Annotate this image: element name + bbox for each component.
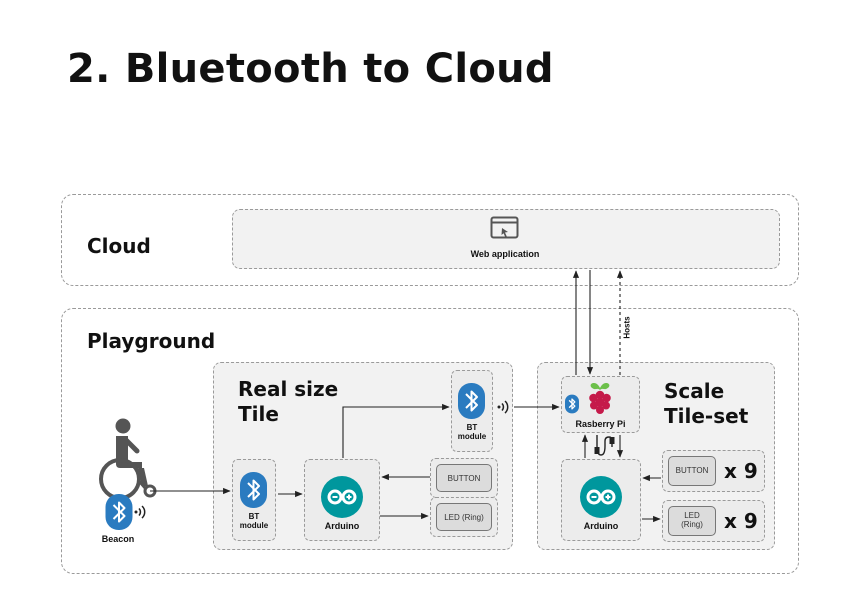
playground-label: Playground [87,329,216,353]
real-size-tile-label-line2: Tile [238,402,279,426]
raspberry-pi-icon [586,381,614,420]
button-scale-label: BUTTON [675,466,709,475]
arduino-real-label: Arduino [324,521,360,531]
signal-icon [497,400,511,419]
cloud-label: Cloud [87,234,151,258]
cloud-container [61,194,799,286]
scale-tileset-label-line1: Scale [664,379,725,403]
arduino-scale-label: Arduino [583,521,619,531]
web-application-box [232,209,780,269]
web-application-label: Web application [470,249,540,259]
beacon-icon [105,494,133,535]
bluetooth-icon [458,383,485,424]
led-scale-line1: LED [684,511,700,520]
bt-module-left-line2: module [239,521,269,530]
real-size-tile-label: Real size Tile [238,377,338,427]
arduino-icon [579,475,623,524]
signal-icon [134,505,148,524]
led-scale-label: LED (Ring) [668,511,716,529]
led-count: x 9 [724,509,758,533]
real-size-tile-label-line1: Real size [238,377,339,401]
playground-container [61,308,799,574]
bt-module-top-line2: module [457,432,487,441]
button-scale-box [668,456,716,486]
bluetooth-icon [240,472,267,513]
beacon-label: Beacon [101,534,135,544]
arduino-icon [320,475,364,524]
button-count: x 9 [724,459,758,483]
bt-module-left-label: BT module [232,512,276,530]
raspberry-pi-label: Rasberry Pi [575,419,626,429]
scale-tileset-label-line2: Tile-set [664,404,749,428]
bt-module-top-line1: BT [466,423,478,432]
bluetooth-icon [565,394,579,419]
button-real-box [436,464,492,492]
bt-module-top-label: BT module [451,423,493,441]
bt-module-left-line1: BT [248,512,260,521]
led-scale-line2: (Ring) [681,520,703,529]
led-scale-box [668,506,716,536]
web-application-icon [490,216,520,247]
led-real-label: LED (Ring) [444,513,484,522]
hosts-label: Hosts [622,316,632,339]
scale-tileset-label: Scale Tile-set [664,379,748,429]
button-real-label: BUTTON [447,474,481,483]
led-real-box [436,503,492,531]
page-title: 2. Bluetooth to Cloud [67,46,554,92]
